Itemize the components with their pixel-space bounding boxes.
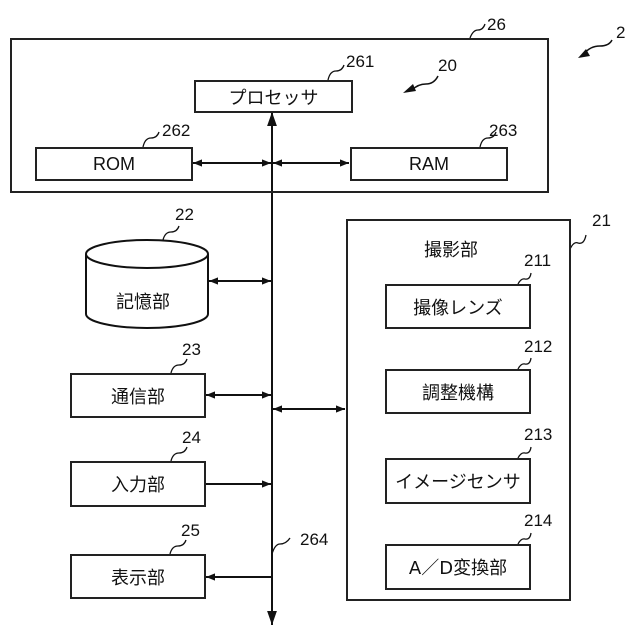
ref-25: 25 <box>181 522 200 539</box>
sensor-box: イメージセンサ <box>385 458 531 504</box>
ref-212: 212 <box>524 338 552 355</box>
leader-23 <box>171 359 187 373</box>
ref-26: 26 <box>487 16 506 33</box>
display-label: 表示部 <box>111 564 165 590</box>
ref-264: 264 <box>300 531 328 548</box>
rom-label: ROM <box>93 154 135 175</box>
ref-20: 20 <box>438 57 457 74</box>
ram-box: RAM <box>350 147 508 181</box>
input-box: 入力部 <box>70 461 206 507</box>
device-2-arrow <box>584 40 612 54</box>
sensor-label: イメージセンサ <box>395 468 521 494</box>
ref-261: 261 <box>346 53 374 70</box>
ram-label: RAM <box>409 154 449 175</box>
processor-label: プロセッサ <box>229 84 319 110</box>
leader-21 <box>570 235 586 249</box>
processor-box: プロセッサ <box>194 80 353 113</box>
ref-213: 213 <box>524 426 552 443</box>
ref-2: 2 <box>616 24 625 41</box>
leader-24 <box>171 447 187 461</box>
ref-214: 214 <box>524 512 552 529</box>
lens-label: 撮像レンズ <box>413 294 503 320</box>
rom-box: ROM <box>35 147 193 181</box>
ref-211: 211 <box>524 252 551 269</box>
adc-label: A／D変換部 <box>409 554 507 580</box>
ref-22: 22 <box>175 206 194 223</box>
storage-cylinder <box>86 240 208 328</box>
ref-23: 23 <box>182 341 201 358</box>
ref-24: 24 <box>182 429 201 446</box>
comm-box: 通信部 <box>70 373 206 418</box>
ref-21: 21 <box>592 212 611 229</box>
ref-263: 263 <box>489 122 517 139</box>
ref-262: 262 <box>162 122 190 139</box>
leader-26 <box>470 24 485 38</box>
adjust-box: 調整機構 <box>385 369 531 414</box>
display-box: 表示部 <box>70 554 206 599</box>
adc-box: A／D変換部 <box>385 544 531 590</box>
leader-22 <box>163 226 179 240</box>
leader-25 <box>170 540 186 554</box>
adjust-label: 調整機構 <box>422 379 494 405</box>
input-label: 入力部 <box>111 471 165 497</box>
storage-label: 記憶部 <box>116 294 170 312</box>
imaging-label: 撮影部 <box>424 242 478 260</box>
comm-label: 通信部 <box>111 383 165 409</box>
leader-264 <box>272 538 290 554</box>
lens-box: 撮像レンズ <box>385 284 531 329</box>
